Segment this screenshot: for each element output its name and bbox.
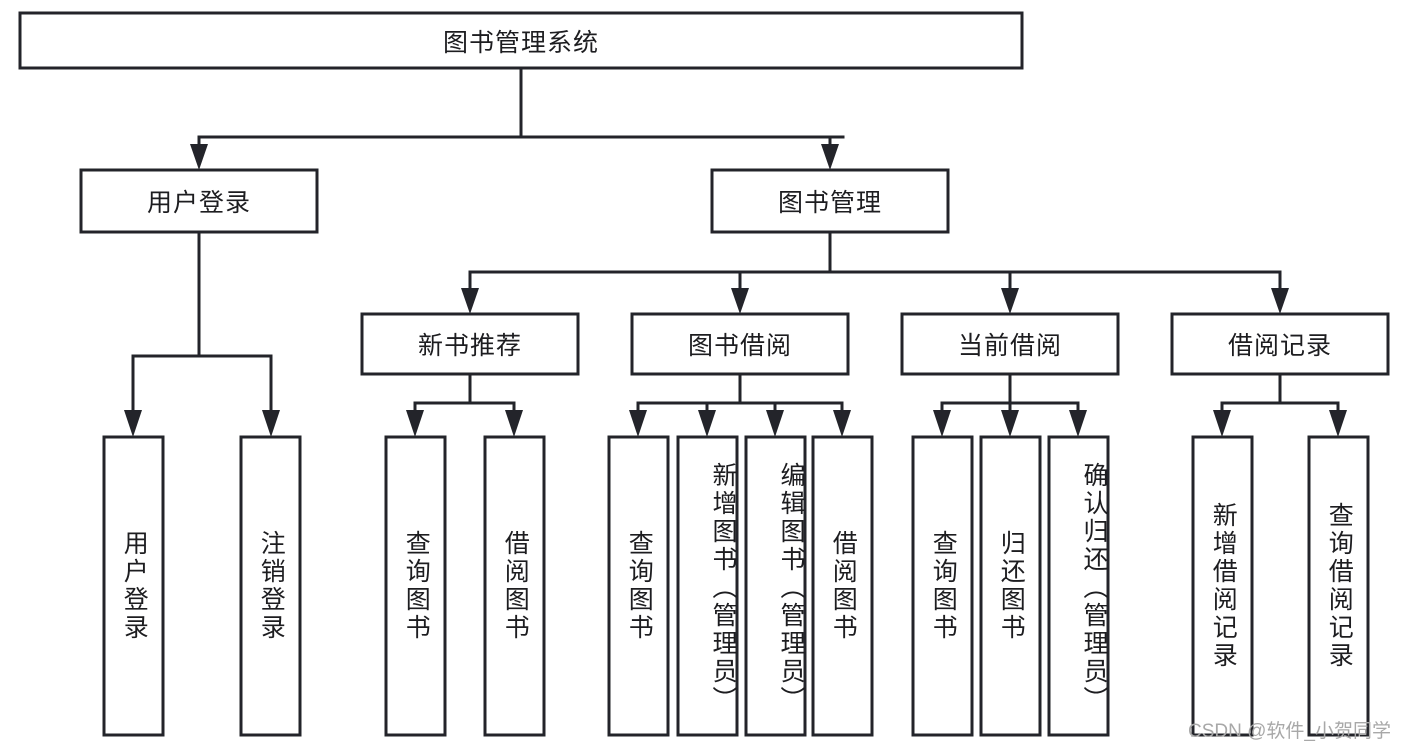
leaf-box-add-book[interactable] (676, 435, 739, 737)
leaf-box-query-record[interactable] (1307, 435, 1370, 737)
node-current-borrow-box[interactable] (900, 312, 1120, 376)
leaf-box-edit-book[interactable] (744, 435, 807, 737)
node-book-borrow-box[interactable] (630, 312, 850, 376)
leaf-box-query-book-2[interactable] (607, 435, 670, 737)
leaf-box-borrow-book-1[interactable] (483, 435, 546, 737)
node-borrow-record-box[interactable] (1170, 312, 1390, 376)
leaf-box-query-book-1[interactable] (384, 435, 447, 737)
leaf-box-borrow-book-2[interactable] (811, 435, 874, 737)
node-book-manage-box[interactable] (710, 168, 950, 234)
connector-borrowrecord-to-leaves (1213, 372, 1347, 437)
leaf-box-query-book-3[interactable] (911, 435, 974, 737)
node-new-book-recommend-box[interactable] (360, 312, 580, 376)
connector-newbook-to-leaves (406, 372, 523, 437)
node-user-login-box[interactable] (79, 168, 319, 234)
connector-userlogin-to-leaves (124, 230, 280, 437)
connector-root-to-level2 (190, 66, 845, 170)
connector-bookmanage-to-level3 (461, 230, 1289, 314)
node-root-box[interactable] (18, 11, 1024, 70)
connector-currentborrow-to-leaves (933, 372, 1087, 437)
connector-bookborrow-to-leaves (629, 372, 851, 437)
leaf-box-return-book[interactable] (979, 435, 1042, 737)
leaf-box-add-record[interactable] (1191, 435, 1254, 737)
leaf-box-user-logout[interactable] (239, 435, 302, 737)
leaf-box-confirm-return[interactable] (1047, 435, 1110, 737)
leaf-box-user-login[interactable] (102, 435, 165, 737)
